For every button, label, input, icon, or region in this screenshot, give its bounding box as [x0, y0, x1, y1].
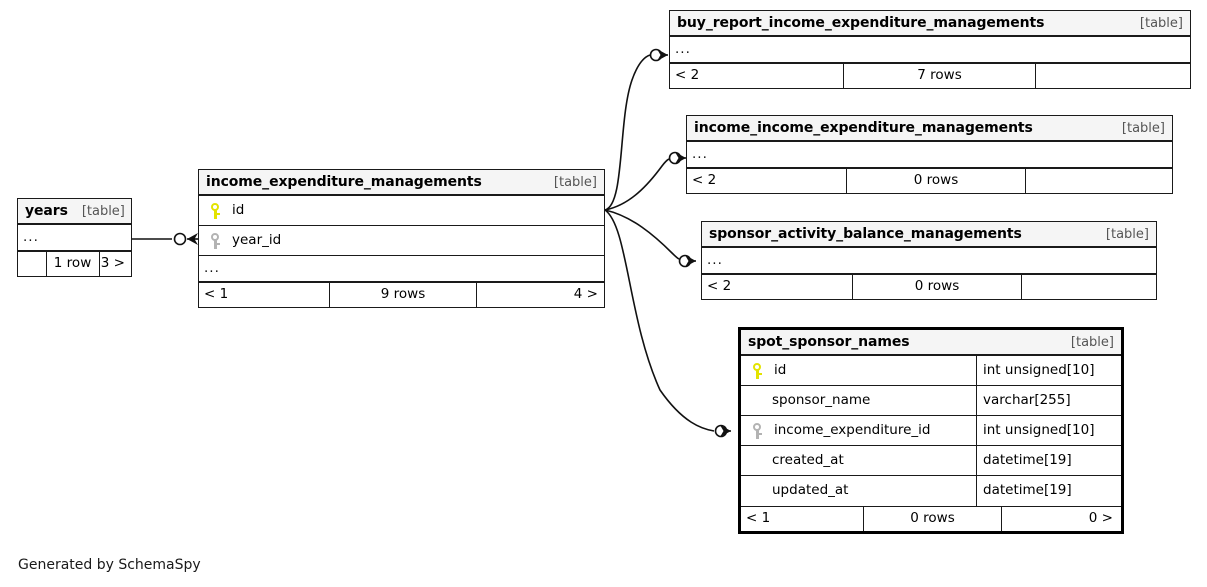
footer-rows: 9 rows [329, 283, 477, 307]
footer-children[interactable] [1022, 275, 1156, 299]
table-row[interactable]: created_at datetime[19] [741, 446, 1121, 476]
edge-main-to-sponsor-activity [604, 209, 680, 260]
table-sponsor-activity-body: ... [702, 248, 1156, 274]
table-spot-sponsor-names-footer: < 1 0 rows 0 > [741, 506, 1121, 531]
column-type: datetime[19] [976, 476, 1121, 506]
column-cell: sponsor_name [741, 386, 976, 415]
table-row[interactable]: id int unsigned[10] [741, 356, 1121, 386]
table-buy-report-income-expenditure-managements[interactable]: buy_report_income_expenditure_management… [669, 10, 1191, 89]
column-type: int unsigned[10] [976, 416, 1121, 445]
footer-parents[interactable]: < 2 [692, 172, 717, 189]
table-sponsor-activity-header: sponsor_activity_balance_managements [ta… [702, 222, 1156, 248]
column-label: income_expenditure_id [774, 421, 931, 438]
table-income-income-tag: [table] [1121, 120, 1165, 136]
footer-children[interactable]: 0 > [1088, 510, 1113, 527]
table-row[interactable]: year_id [199, 226, 604, 256]
table-sponsor-activity-footer: < 2 0 rows [702, 274, 1156, 299]
table-income-expenditure-managements[interactable]: income_expenditure_managements [table] i… [198, 169, 605, 308]
table-years-footer-children[interactable]: 3 > [100, 255, 125, 272]
table-row[interactable]: income_expenditure_id int unsigned[10] [741, 416, 1121, 446]
footer-parents[interactable]: < 1 [746, 510, 771, 527]
column-label: created_at [772, 451, 844, 468]
footer-children[interactable]: 4 > [573, 286, 598, 303]
table-years-ellipsis-row: ... [18, 225, 131, 251]
column-cell: id [199, 196, 604, 225]
table-years-footer: 1 row 3 > [18, 251, 131, 276]
primary-key-icon [749, 362, 765, 380]
table-years-tag: [table] [81, 203, 125, 219]
foreign-key-icon [749, 422, 765, 440]
table-buy-report-title: buy_report_income_expenditure_management… [677, 15, 1045, 31]
column-label: id [232, 201, 245, 218]
table-income-income-body: ... [687, 142, 1172, 168]
footer-rows: 7 rows [843, 64, 1036, 88]
column-label: id [774, 361, 787, 378]
footer-rows: 0 rows [852, 275, 1022, 299]
foreign-key-icon [207, 232, 223, 250]
table-spot-sponsor-names-body: id int unsigned[10] sponsor_name varchar… [741, 356, 1121, 506]
column-label: sponsor_name [772, 391, 871, 408]
table-spot-sponsor-names[interactable]: spot_sponsor_names [table] id int unsign… [738, 327, 1124, 534]
edge-buy-report-endpoint [649, 48, 663, 62]
table-years-footer-parents[interactable] [18, 252, 46, 276]
column-type: datetime[19] [976, 446, 1121, 475]
table-buy-report-body: ... [670, 37, 1190, 63]
table-income-expenditure-managements-header: income_expenditure_managements [table] [199, 170, 604, 196]
footer-rows: 0 rows [863, 507, 1002, 531]
primary-key-icon [207, 202, 223, 220]
edge-main-to-spot-sponsor-names [604, 209, 715, 432]
table-sponsor-activity-title: sponsor_activity_balance_managements [709, 226, 1022, 242]
table-row[interactable]: sponsor_name varchar[255] [741, 386, 1121, 416]
table-income-income-expenditure-managements[interactable]: income_income_expenditure_managements [t… [686, 115, 1173, 194]
table-sponsor-activity-balance-managements[interactable]: sponsor_activity_balance_managements [ta… [701, 221, 1157, 300]
footer-parents[interactable]: < 2 [675, 67, 700, 84]
table-income-expenditure-managements-ellipsis-row: ... [199, 256, 604, 282]
generated-by-label: Generated by SchemaSpy [18, 557, 201, 573]
footer-parents[interactable]: < 1 [204, 286, 229, 303]
table-income-expenditure-managements-tag: [table] [553, 174, 597, 190]
edge-main-to-income-income [604, 158, 670, 211]
table-income-expenditure-managements-footer: < 1 9 rows 4 > [199, 282, 604, 307]
column-cell: created_at [741, 446, 976, 475]
table-income-income-title: income_income_expenditure_managements [694, 120, 1033, 136]
table-income-expenditure-managements-body: id year_id ... [199, 196, 604, 282]
edge-years-endpoint [173, 232, 187, 246]
footer-rows: 0 rows [846, 169, 1026, 193]
table-income-income-footer: < 2 0 rows [687, 168, 1172, 193]
table-spot-sponsor-names-header: spot_sponsor_names [table] [741, 330, 1121, 356]
table-income-expenditure-managements-title: income_expenditure_managements [206, 174, 482, 190]
column-type: varchar[255] [976, 386, 1121, 415]
table-sponsor-activity-tag: [table] [1105, 226, 1149, 242]
edge-spot-sponsor-endpoint [714, 424, 728, 438]
footer-parents[interactable]: < 2 [707, 278, 732, 295]
table-row[interactable]: id [199, 196, 604, 226]
table-years-header: years [table] [18, 199, 131, 225]
footer-children[interactable] [1036, 64, 1190, 88]
table-years-footer-rows: 1 row [45, 252, 100, 276]
table-years-body: ... [18, 225, 131, 251]
table-buy-report-header: buy_report_income_expenditure_management… [670, 11, 1190, 37]
column-label: year_id [232, 231, 282, 248]
table-income-income-header: income_income_expenditure_managements [t… [687, 116, 1172, 142]
table-income-income-ellipsis-row: ... [687, 142, 1172, 168]
table-buy-report-footer: < 2 7 rows [670, 63, 1190, 88]
table-row[interactable]: updated_at datetime[19] [741, 476, 1121, 506]
column-cell: income_expenditure_id [741, 416, 976, 445]
table-years-title: years [25, 203, 68, 219]
column-cell: updated_at [741, 476, 976, 506]
column-cell: year_id [199, 226, 604, 255]
column-cell: id [741, 356, 976, 385]
edge-sponsor-activity-endpoint [678, 254, 692, 268]
column-label: updated_at [772, 482, 849, 499]
table-spot-sponsor-names-title: spot_sponsor_names [748, 334, 910, 350]
table-spot-sponsor-names-tag: [table] [1070, 334, 1114, 350]
footer-children[interactable] [1026, 169, 1170, 193]
table-years[interactable]: years [table] ... 1 row 3 > [17, 198, 132, 277]
table-buy-report-ellipsis-row: ... [670, 37, 1190, 63]
edge-main-to-buy-report [604, 54, 651, 211]
table-buy-report-tag: [table] [1139, 15, 1183, 31]
table-sponsor-activity-ellipsis-row: ... [702, 248, 1156, 274]
edge-income-income-endpoint [668, 151, 682, 165]
column-type: int unsigned[10] [976, 356, 1121, 385]
